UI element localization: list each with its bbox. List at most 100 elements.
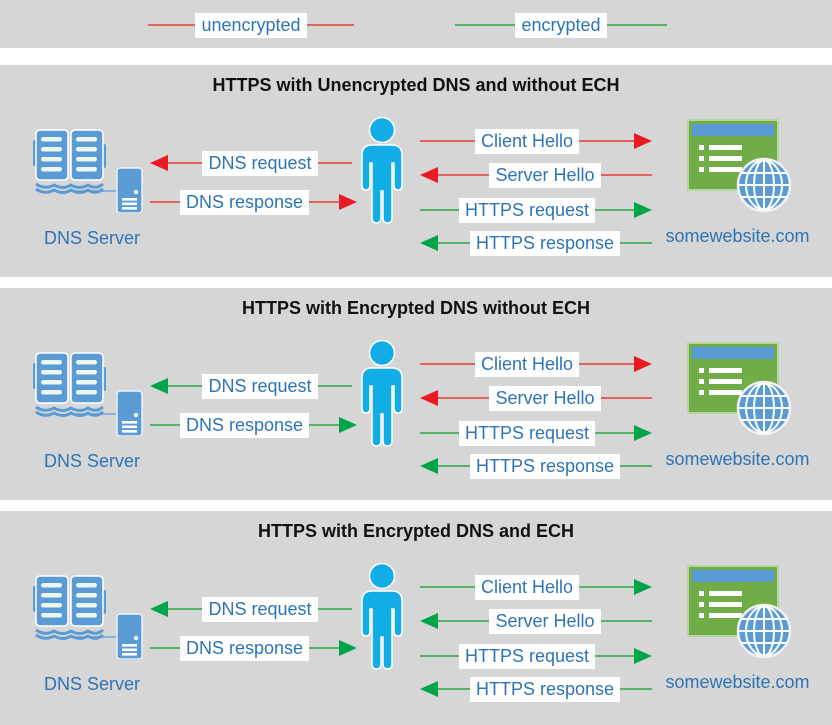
arrow-line: [150, 201, 180, 203]
arrow-line: [438, 620, 490, 622]
panel-encrypted-dns-with-ech: HTTPS with Encrypted DNS and ECH DNS Ser…: [0, 511, 832, 725]
right-arrowhead-icon: [634, 133, 653, 149]
arrow-line: [595, 209, 635, 211]
client-hello-arrow: Client Hello: [420, 349, 653, 379]
arrow-line: [600, 174, 653, 176]
left-arrowhead-icon: [420, 613, 438, 629]
arrow-line: [438, 397, 490, 399]
panel-title: HTTPS with Encrypted DNS and ECH: [257, 521, 575, 541]
arrow-line: [579, 363, 635, 365]
arrow-label: Server Hello: [489, 608, 601, 634]
server-hello-arrow: Server Hello: [420, 383, 653, 413]
arrow-label: HTTPS request: [458, 420, 596, 446]
website-icon: [686, 341, 792, 437]
legend-encrypted-line: [455, 24, 516, 26]
arrow-line: [420, 140, 475, 142]
left-arrowhead-icon: [420, 167, 438, 183]
arrow-label: Server Hello: [489, 162, 601, 188]
arrow-line: [438, 174, 490, 176]
arrow-label: HTTPS response: [469, 453, 621, 479]
https-request-arrow: HTTPS request: [420, 195, 653, 225]
dns-server-label: DNS Server: [44, 228, 141, 248]
arrow-label: Client Hello: [474, 351, 580, 377]
right-arrowhead-icon: [339, 417, 357, 433]
arrow-line: [620, 242, 652, 244]
arrow-line: [309, 424, 339, 426]
panel-unencrypted-dns-no-ech: HTTPS with Unencrypted DNS and without E…: [0, 65, 832, 277]
dns-server-icon: [33, 351, 143, 436]
dns-server-label: DNS Server: [44, 674, 141, 694]
arrow-label: HTTPS response: [469, 230, 621, 256]
https-response-arrow: HTTPS response: [420, 451, 652, 481]
dns-server-label: DNS Server: [44, 451, 141, 471]
left-arrowhead-icon: [420, 390, 438, 406]
legend-encrypted-line: [606, 24, 667, 26]
dns-request-arrow: DNS request: [150, 594, 353, 624]
right-arrowhead-icon: [634, 202, 653, 218]
left-arrowhead-icon: [150, 155, 168, 171]
left-arrowhead-icon: [420, 681, 438, 697]
legend-unencrypted: unencrypted: [148, 12, 355, 38]
arrow-line: [420, 655, 459, 657]
arrow-line: [317, 608, 353, 610]
right-arrowhead-icon: [339, 640, 357, 656]
arrow-line: [420, 432, 459, 434]
user-icon: [357, 340, 407, 447]
left-arrowhead-icon: [420, 235, 438, 251]
arrow-line: [309, 647, 339, 649]
dns-response-arrow: DNS response: [150, 410, 357, 440]
website-label: somewebsite.com: [665, 672, 810, 692]
arrow-line: [309, 201, 339, 203]
arrow-label: HTTPS response: [469, 676, 621, 702]
arrow-line: [150, 424, 180, 426]
website-label: somewebsite.com: [665, 226, 810, 246]
legend-encrypted: encrypted: [455, 12, 667, 38]
arrow-line: [579, 586, 635, 588]
server-hello-arrow: Server Hello: [420, 606, 653, 636]
legend-unencrypted-line: [148, 24, 196, 26]
user-icon: [357, 117, 407, 224]
arrow-line: [420, 209, 459, 211]
client-hello-arrow: Client Hello: [420, 572, 653, 602]
panel-encrypted-dns-no-ech: HTTPS with Encrypted DNS without ECH DNS…: [0, 288, 832, 500]
arrow-line: [168, 385, 203, 387]
arrow-label: HTTPS request: [458, 643, 596, 669]
https-request-arrow: HTTPS request: [420, 641, 653, 671]
arrow-line: [620, 688, 652, 690]
arrow-label: DNS response: [179, 412, 310, 438]
right-arrowhead-icon: [339, 194, 357, 210]
arrow-line: [420, 586, 475, 588]
arrow-line: [438, 465, 470, 467]
arrow-label: DNS request: [202, 373, 318, 399]
arrow-label: DNS response: [179, 189, 310, 215]
arrow-line: [595, 432, 635, 434]
website-label: somewebsite.com: [665, 449, 810, 469]
panel-title: HTTPS with Unencrypted DNS and without E…: [212, 75, 620, 95]
client-hello-arrow: Client Hello: [420, 126, 653, 156]
arrow-line: [317, 385, 353, 387]
arrow-line: [438, 242, 470, 244]
legend-unencrypted-line: [306, 24, 355, 26]
https-request-arrow: HTTPS request: [420, 418, 653, 448]
legend-unencrypted-label: unencrypted: [195, 12, 307, 38]
arrow-line: [150, 647, 180, 649]
dns-request-arrow: DNS request: [150, 371, 353, 401]
arrow-line: [168, 162, 203, 164]
arrow-label: Client Hello: [474, 128, 580, 154]
panel-title: HTTPS with Encrypted DNS without ECH: [241, 298, 590, 318]
user-icon: [357, 563, 407, 670]
dns-server-icon: [33, 128, 143, 213]
arrow-line: [317, 162, 353, 164]
dns-server-icon: [33, 574, 143, 659]
website-icon: [686, 564, 792, 660]
right-arrowhead-icon: [634, 579, 653, 595]
arrow-line: [600, 620, 653, 622]
dns-response-arrow: DNS response: [150, 187, 357, 217]
arrow-label: DNS request: [202, 150, 318, 176]
arrow-label: HTTPS request: [458, 197, 596, 223]
https-response-arrow: HTTPS response: [420, 228, 652, 258]
arrow-line: [579, 140, 635, 142]
legend: unencrypted encrypted: [0, 0, 832, 48]
legend-encrypted-label: encrypted: [515, 12, 607, 38]
arrow-label: Server Hello: [489, 385, 601, 411]
